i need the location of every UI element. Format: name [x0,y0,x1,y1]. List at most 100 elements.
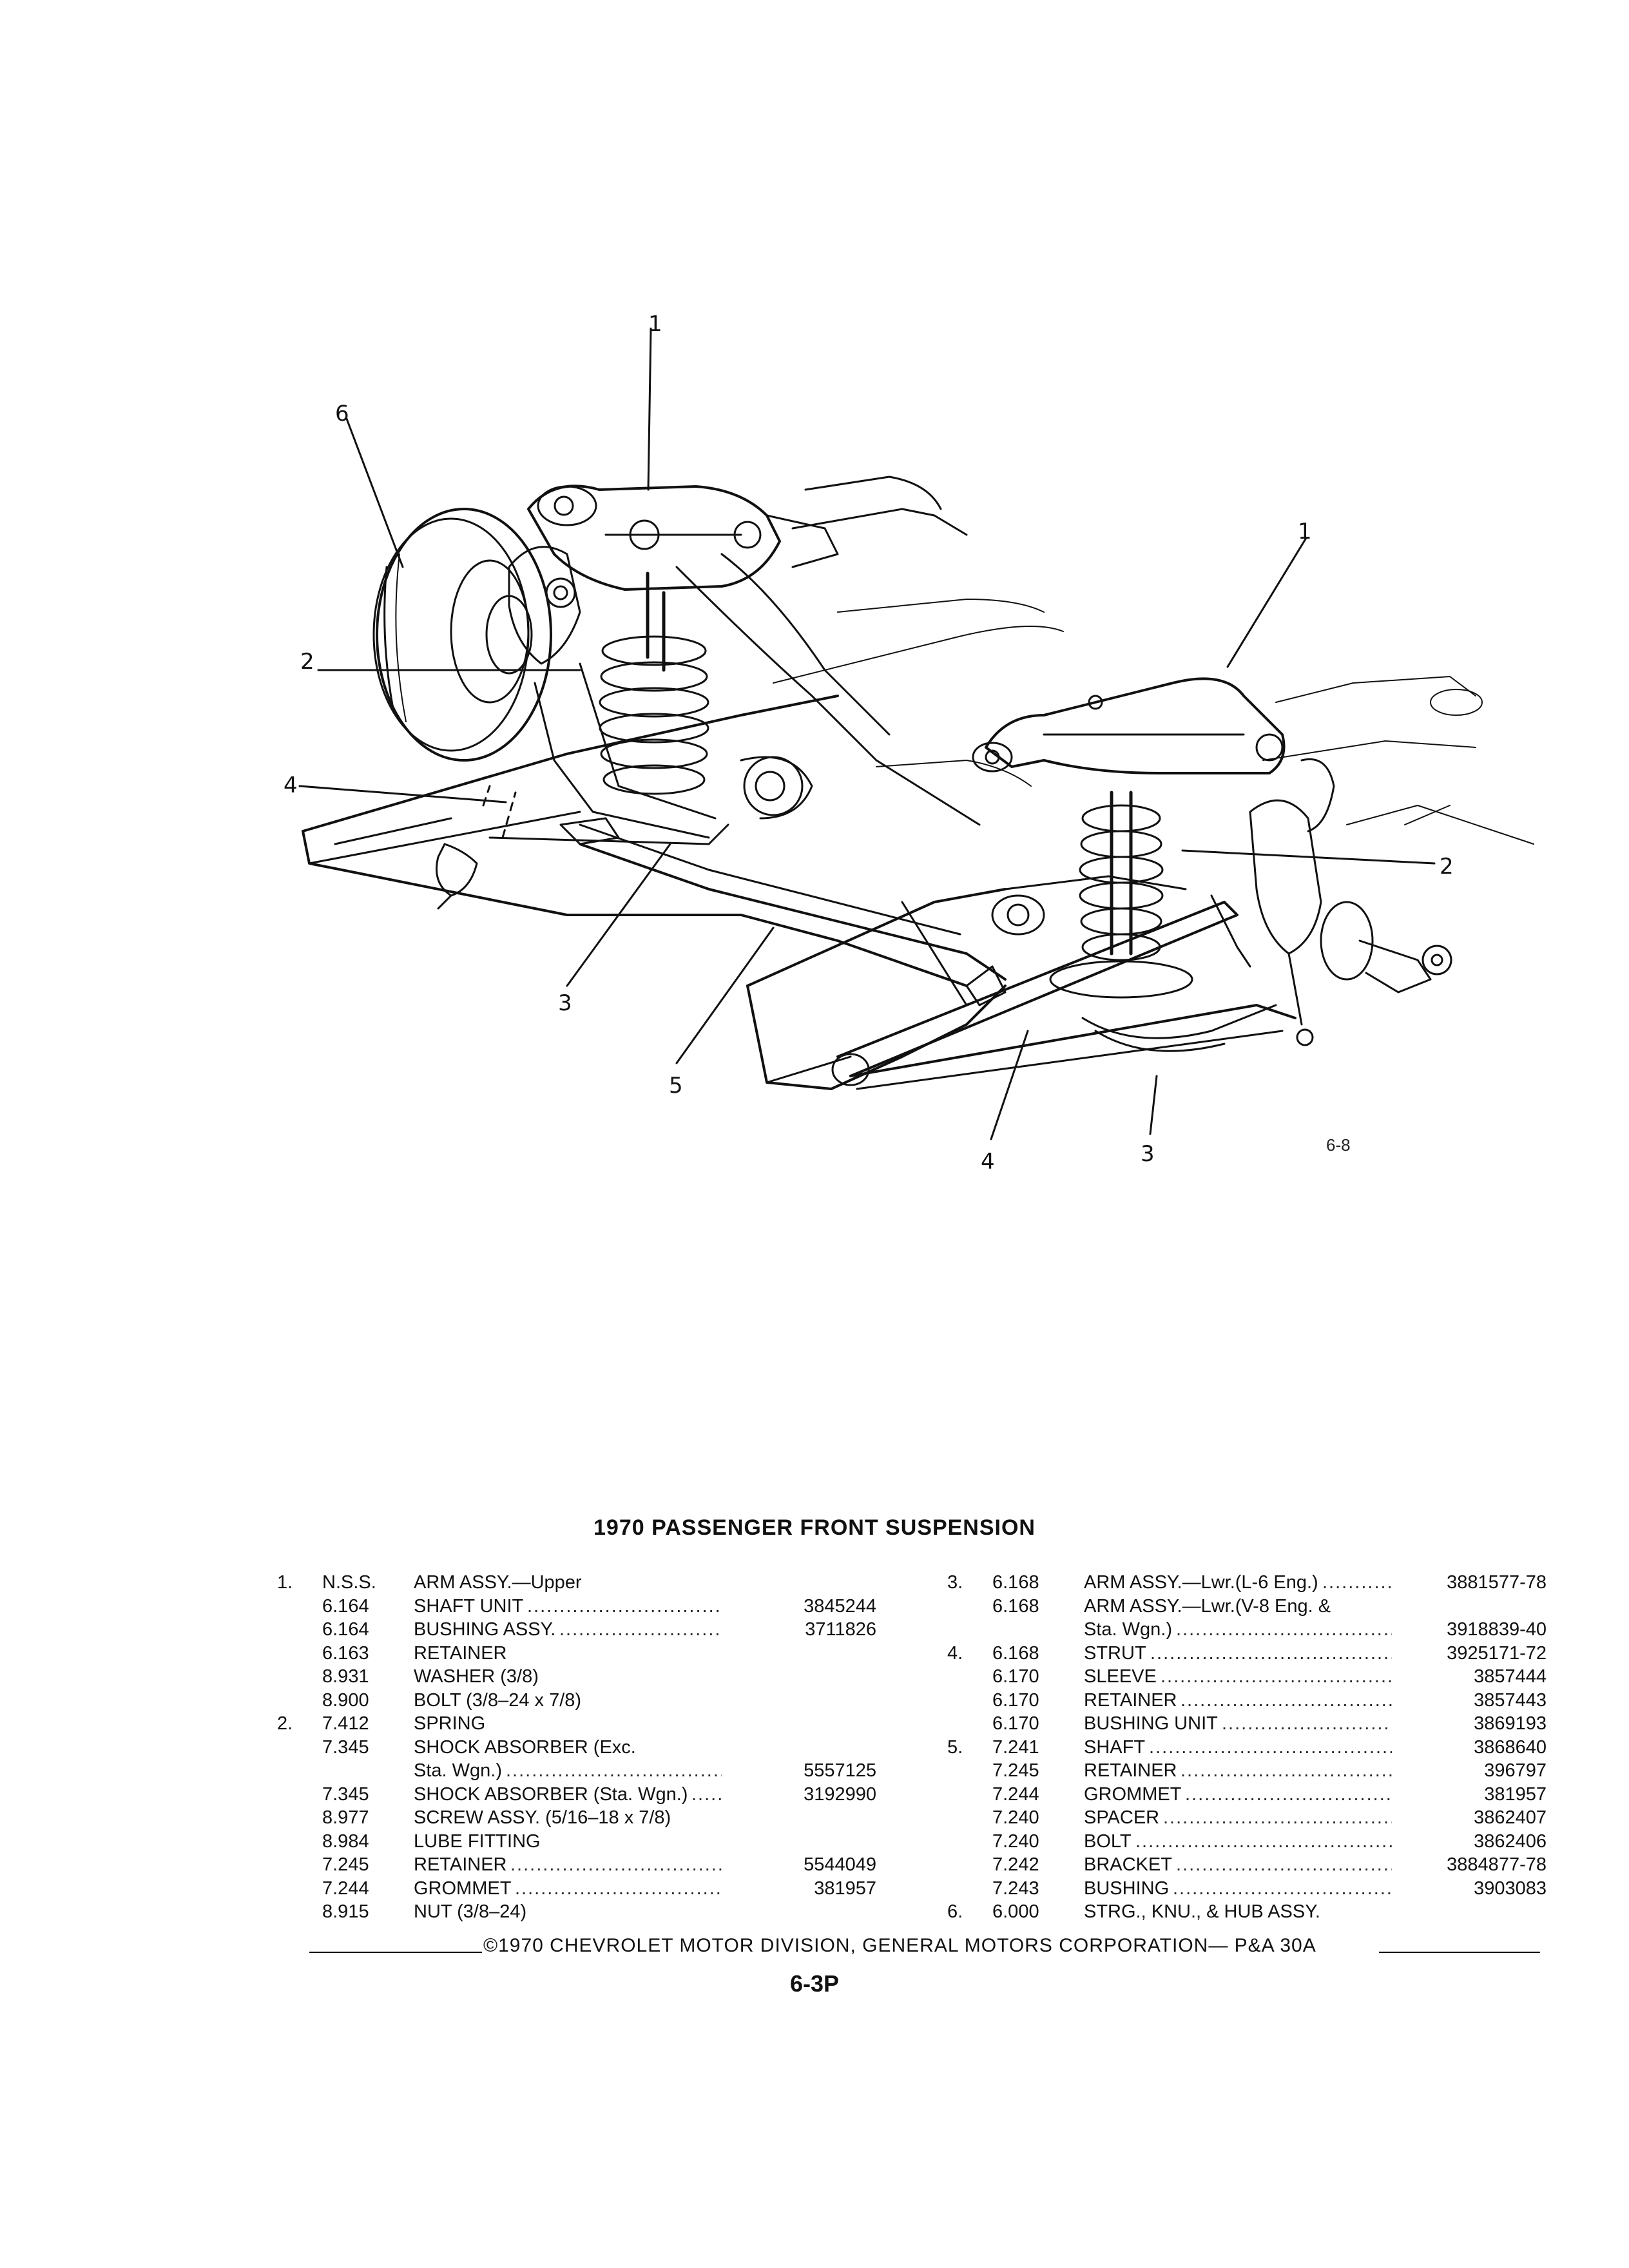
group-number: 7.345 [322,1736,369,1758]
part-description: BOLT (3/8–24 x 7/8) [414,1689,582,1711]
item-number: 5. [947,1736,963,1758]
group-number: 6.168 [992,1595,1039,1617]
part-description: BUSHING ASSY. [414,1619,556,1640]
part-number: 5544049 [804,1854,876,1875]
part-number: 3868640 [1474,1736,1547,1758]
part-number: 3903083 [1474,1878,1547,1899]
part-description: SHAFT [1084,1736,1146,1758]
right-lower-arm-and-strut [831,894,1296,1090]
callout-1: 1 [648,311,662,337]
part-number: 3869193 [1474,1713,1547,1734]
part-description: SPRING [414,1713,486,1734]
leader-dots: ........................................… [1149,1736,1392,1758]
part-description: STRG., KNU., & HUB ASSY. [1084,1901,1320,1922]
leader-dots: ........................................… [1176,1854,1392,1875]
page-number: 6-3P [789,1970,840,1997]
callout-2: 2 [1440,854,1454,879]
callout-4: 4 [981,1149,995,1175]
group-number: 7.245 [992,1760,1039,1781]
item-number: 4. [947,1642,963,1664]
copyright-footer: ©1970 CHEVROLET MOTOR DIVISION, GENERAL … [309,1935,1540,1961]
parts-row: 1. N.S.S. ARM ASSY.—Upper [271,1572,876,1596]
group-number: 7.245 [322,1854,369,1875]
part-number: 3884877-78 [1447,1854,1547,1875]
left-lower-control-arm [488,662,813,845]
part-description: BUSHING UNIT [1084,1713,1218,1734]
leader-dots: ........................................… [1181,1689,1392,1711]
right-upper-control-arm [972,677,1335,832]
part-number: 3881577-78 [1447,1572,1547,1593]
part-number: 381957 [814,1878,876,1899]
part-description: Sta. Wgn.) [1084,1619,1172,1640]
part-description: SHOCK ABSORBER (Exc. [414,1736,636,1758]
left-brake-drum [372,508,552,762]
group-number: 7.244 [992,1783,1039,1805]
leader-dots: ........................................… [1163,1807,1392,1828]
leader-dots: ........................................… [510,1854,722,1875]
group-number: 8.900 [322,1689,369,1711]
callout-3: 3 [558,990,572,1016]
part-description: SLEEVE [1084,1666,1157,1687]
leader-dots: ........................................… [1135,1831,1392,1852]
callout-1: 1 [1298,519,1312,544]
part-number: 3857443 [1474,1689,1547,1711]
item-number: 3. [947,1572,963,1593]
group-number: 7.243 [992,1878,1039,1899]
part-number: 3862406 [1474,1831,1547,1852]
group-number: 8.915 [322,1901,369,1922]
group-number: N.S.S. [322,1572,376,1593]
group-number: 8.931 [322,1666,369,1687]
part-number: 3925171-72 [1447,1642,1547,1664]
leader-dots: ........................................… [1150,1642,1392,1664]
parts-list-right: 3. 6.168 ARM ASSY.—Lwr.(L-6 Eng.).........… [941,1572,1547,1925]
part-description: ARM ASSY.—Lwr.(L-6 Eng.) [1084,1572,1318,1593]
group-number: 6.170 [992,1689,1039,1711]
part-description: SHAFT UNIT [414,1595,524,1617]
group-number: 7.244 [322,1878,369,1899]
part-number: 3711826 [805,1619,876,1640]
part-description: BRACKET [1084,1854,1172,1875]
leader-dots: ........................................… [1173,1878,1392,1899]
group-number: 6.000 [992,1901,1039,1922]
callout-2: 2 [300,649,314,675]
leader-dots: ........................................… [527,1595,722,1617]
leader-dots: ........................................… [559,1619,722,1640]
part-description: SCREW ASSY. (5/16–18 x 7/8) [414,1807,671,1828]
copyright-text: ©1970 CHEVROLET MOTOR DIVISION, GENERAL … [483,1935,1316,1956]
part-description: ARM ASSY.—Upper [414,1572,582,1593]
group-number: 7.345 [322,1783,369,1805]
group-number: 6.168 [992,1572,1039,1593]
front-suspension-diagram [298,327,1534,1140]
parts-row: 6. 6.000 STRG., KNU., & HUB ASSY. [941,1901,1547,1925]
part-number: 396797 [1484,1760,1547,1781]
item-number: 1. [277,1572,293,1593]
left-coil-spring [599,572,709,795]
leader-dots: ........................................… [1176,1619,1392,1640]
item-number: 6. [947,1901,963,1922]
right-frame-rail [746,676,1534,1090]
group-number: 7.240 [992,1807,1039,1828]
item-number: 2. [277,1713,293,1734]
left-steering-knuckle [508,546,581,665]
group-number: 6.163 [322,1642,369,1664]
leader-dots: ........................................… [1185,1783,1392,1805]
leader-dots: ........................................… [691,1783,722,1805]
group-number: 7.240 [992,1831,1039,1852]
parts-row: Sta. Wgn.)..............................… [941,1619,1547,1643]
